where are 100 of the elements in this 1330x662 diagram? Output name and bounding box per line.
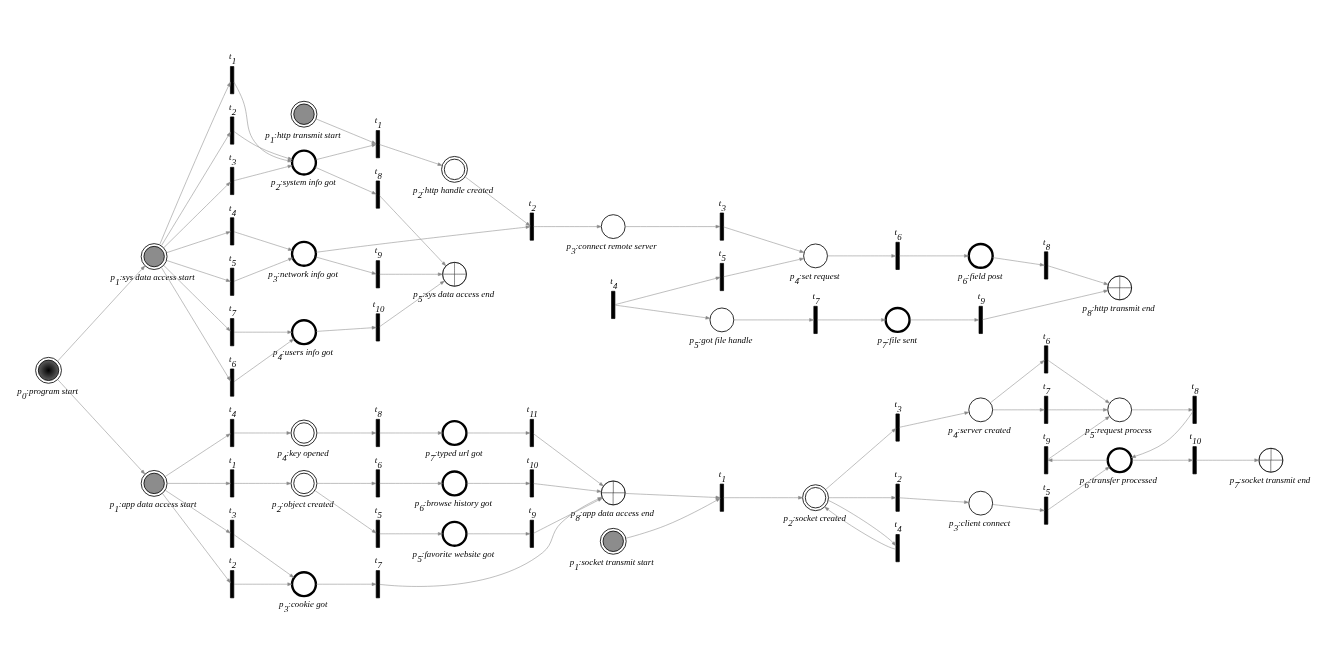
arrow: [57, 378, 146, 474]
arrow: [464, 176, 531, 226]
arrow: [379, 272, 443, 276]
node-box: [230, 116, 235, 144]
arrow: [379, 280, 445, 327]
arrow: [533, 224, 602, 228]
arrow: [379, 143, 443, 166]
node-box: [230, 317, 235, 346]
node-box: [895, 533, 900, 562]
arrow: [1047, 359, 1110, 403]
node-box: [1192, 395, 1197, 424]
arrow: [314, 166, 377, 194]
arrow: [163, 181, 231, 248]
arrow: [1047, 466, 1110, 510]
arrow: [379, 430, 443, 435]
arrow: [233, 338, 295, 382]
arrow: [233, 582, 293, 586]
node-box: [230, 418, 235, 447]
node-box: [230, 519, 235, 548]
node-box: [375, 312, 380, 341]
arrow: [723, 226, 805, 253]
arrow: [723, 257, 805, 277]
node-box: [375, 418, 380, 447]
arrow: [166, 259, 231, 282]
arrow: [466, 430, 531, 435]
arrow: [1047, 458, 1108, 462]
arrow: [1131, 407, 1194, 412]
node-box: [895, 241, 900, 270]
node-box: [895, 413, 900, 441]
arrow: [162, 492, 231, 583]
arrow: [817, 317, 886, 322]
arrow: [909, 317, 980, 322]
arrow: [315, 582, 377, 586]
node-box: [1192, 445, 1197, 474]
arrow: [379, 481, 443, 485]
arrow: [233, 231, 293, 251]
arrow: [233, 257, 293, 282]
node-box: [230, 65, 235, 94]
arrow: [1047, 265, 1109, 285]
node-box: [1044, 445, 1049, 474]
node-box: [1044, 496, 1049, 525]
arrow: [899, 497, 969, 504]
arrow: [161, 131, 231, 246]
node-circle: [803, 243, 828, 268]
arrow: [899, 410, 970, 428]
arrow: [316, 118, 377, 144]
node-box: [529, 468, 534, 497]
node-circle: [968, 490, 994, 515]
arrow: [233, 430, 292, 435]
arrow: [1131, 458, 1194, 462]
arrow: [533, 482, 602, 493]
arrow: [614, 304, 711, 319]
arrow: [233, 164, 293, 181]
arrow: [992, 407, 1045, 412]
node-box: [1044, 250, 1049, 279]
node-box: [230, 216, 235, 245]
arrow: [233, 81, 293, 162]
arrow: [466, 481, 531, 485]
arrow: [466, 531, 531, 535]
arrow: [315, 325, 377, 332]
arrow: [624, 224, 721, 228]
arrow: [827, 253, 897, 258]
arrow: [233, 533, 295, 578]
arrow: [1196, 458, 1260, 462]
arrow: [982, 289, 1109, 320]
arrow: [315, 225, 531, 253]
arrow: [1131, 410, 1194, 458]
arrow: [992, 503, 1045, 512]
arrow: [164, 432, 231, 477]
arrow: [161, 266, 231, 381]
node-box: [230, 569, 235, 598]
arrow: [723, 495, 803, 499]
arrow: [533, 433, 604, 486]
arrow: [233, 481, 292, 485]
arrow: [992, 256, 1045, 266]
node-box: [375, 569, 380, 598]
node-box: [813, 305, 818, 334]
arrow: [379, 194, 447, 266]
node-box: [375, 468, 380, 497]
node-box: [611, 290, 616, 319]
arrow: [824, 506, 897, 549]
arrow: [379, 531, 443, 535]
arrow: [57, 265, 146, 361]
arrow: [164, 489, 231, 533]
node-circle: [290, 148, 318, 176]
arrow: [315, 256, 377, 275]
arrow: [316, 430, 377, 435]
arrow: [316, 481, 377, 485]
node-box: [895, 483, 900, 512]
node-circle: [441, 469, 468, 496]
node-box: [719, 212, 724, 241]
arrow: [825, 427, 897, 490]
arrow: [899, 253, 969, 258]
node-circle: [600, 213, 626, 239]
node-circle: [709, 307, 735, 332]
arrow: [233, 130, 293, 160]
arrow: [166, 230, 231, 253]
arrow: [315, 143, 377, 160]
node-box: [230, 166, 235, 195]
node-box: [529, 418, 534, 447]
